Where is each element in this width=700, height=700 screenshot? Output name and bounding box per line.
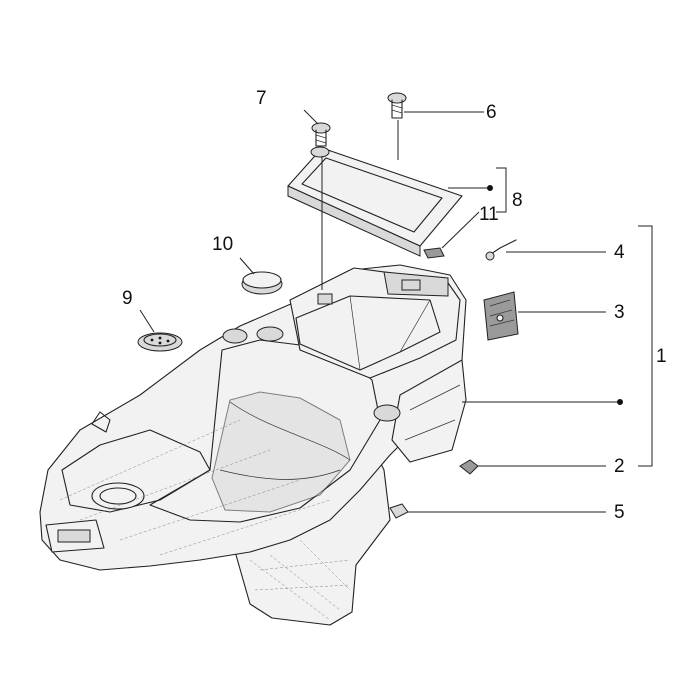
screw-7 [311,122,331,147]
callout-9: 9 [122,288,133,309]
callout-2: 2 [614,456,625,477]
callout-1: 1 [656,346,667,367]
pin-4 [485,239,517,261]
screw-6 [387,92,407,119]
callout-4: 4 [614,242,625,263]
helmet-compartment-body [39,264,467,626]
callout-7: 7 [256,88,267,109]
callout-11: 11 [479,204,499,225]
leader-lines [139,109,653,513]
cap-10 [241,271,283,295]
bracket-3 [483,291,519,341]
callout-labels: 1 2 3 4 5 6 7 8 9 10 11 [122,88,667,523]
pad-11 [423,247,445,259]
nut-2 [459,459,479,475]
callout-5: 5 [614,502,625,523]
callout-6: 6 [486,102,497,123]
grommet-9 [137,332,183,352]
callout-10: 10 [212,234,233,255]
clip-5 [389,503,409,519]
callout-8: 8 [512,190,523,211]
battery-cover [287,146,463,257]
callout-3: 3 [614,302,625,323]
